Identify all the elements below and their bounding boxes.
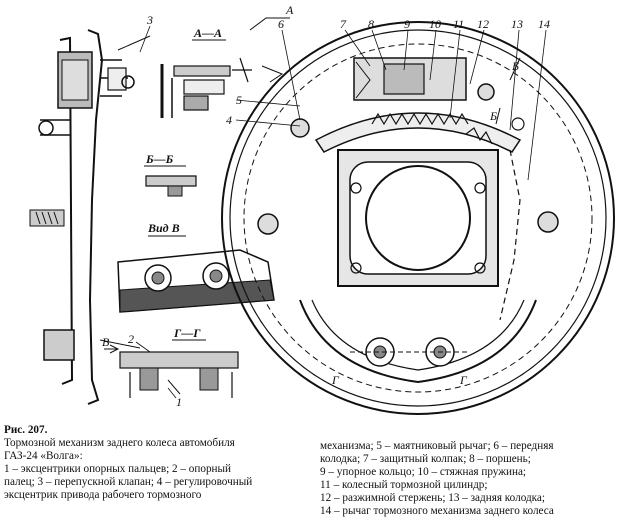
caption-line: 1 – эксцентрики опорных пальцев; 2 – опо… (4, 463, 232, 476)
callout-13: 13 (511, 17, 523, 31)
caption-line: 14 – рычаг тормозного механизма заднего … (320, 505, 554, 518)
caption-line: ГАЗ-24 «Волга»: (4, 450, 83, 463)
callout-8: 8 (368, 17, 374, 31)
label-letter-b-top: Б (511, 59, 519, 73)
callout-2: 2 (128, 332, 134, 346)
callout-4: 4 (226, 113, 232, 127)
figure-number: Рис. 207. (4, 424, 48, 436)
callout-3: 3 (146, 13, 153, 27)
callout-12: 12 (477, 17, 489, 31)
callout-7: 7 (340, 17, 347, 31)
label-letter-v: В (102, 335, 110, 349)
caption-line: 11 – колесный тормозной цилиндр; (320, 479, 488, 492)
callout-5: 5 (236, 93, 242, 107)
caption-line: 12 – разжимной стержень; 13 – задняя кол… (320, 492, 545, 505)
callout-9: 9 (404, 17, 410, 31)
callout-10: 10 (429, 17, 441, 31)
label-letter-b-mid: Б (489, 109, 497, 123)
label-section-bb: Б—Б (145, 152, 174, 166)
callout-6: 6 (278, 17, 284, 31)
caption-line: 9 – упорное кольцо; 10 – стяжная пружина… (320, 466, 527, 479)
callout-11: 11 (453, 17, 464, 31)
figure-caption: Рис. 207. Тормозной механизм заднего кол… (4, 424, 620, 520)
brake-back-plate (221, 17, 615, 415)
callout-14: 14 (538, 17, 550, 31)
section-labels: А—А Б—Б Вид В Г—Г А Б Б В Г Г (102, 3, 519, 387)
caption-line: Тормозной механизм заднего колеса автомо… (4, 437, 235, 450)
label-section-gg: Г—Г (173, 326, 201, 340)
caption-right-column: механизма; 5 – маятниковый рычаг; 6 – пе… (320, 440, 622, 519)
view-b (117, 235, 275, 313)
section-gg (119, 339, 239, 398)
callout-1: 1 (176, 395, 182, 409)
section-bb (144, 165, 197, 197)
caption-line: механизма; 5 – маятниковый рычаг; 6 – пе… (320, 440, 554, 452)
brake-diagram: 1 2 3 4 5 6 7 8 9 10 11 12 13 14 А—А Б—Б… (29, 3, 615, 415)
caption-line: колодка; 7 – защитный колпак; 8 – поршен… (320, 453, 531, 466)
section-aa (160, 39, 252, 118)
label-letter-g-left: Г (331, 373, 340, 387)
label-view-b: Вид В (147, 221, 180, 235)
drum-side-section (29, 29, 151, 405)
label-letter-a: А (285, 3, 294, 17)
caption-line: палец; 3 – перепускной клапан; 4 – регул… (4, 476, 253, 489)
caption-left-column: Рис. 207. Тормозной механизм заднего кол… (4, 424, 316, 503)
label-section-aa: А—А (193, 26, 222, 40)
callout-numbers: 1 2 3 4 5 6 7 8 9 10 11 12 13 14 (128, 13, 550, 409)
leader-lines (135, 25, 547, 399)
label-letter-g-right: Г (459, 373, 468, 387)
caption-line: эксцентрик привода рабочего тормозного (4, 489, 202, 502)
